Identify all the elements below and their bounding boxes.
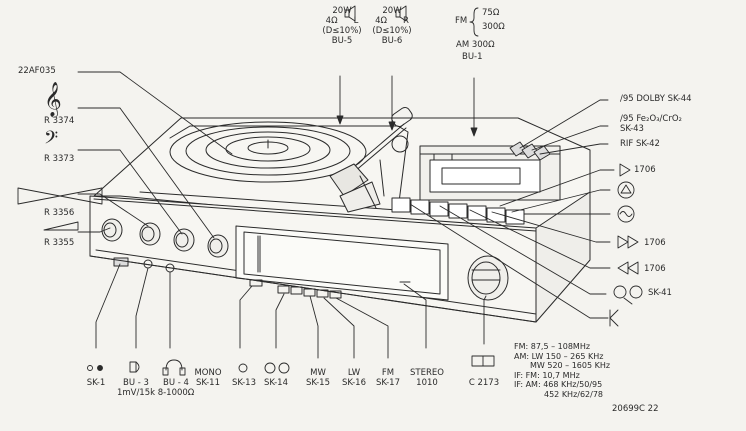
stereo-label: STEREO 1010 (410, 368, 444, 388)
front-knobs (101, 218, 229, 258)
sk43-label: /95 Fe₂O₃/CrO₂ SK-43 (620, 114, 682, 134)
leader-lines (77, 71, 615, 359)
sk41-label: SK-41 (648, 288, 672, 298)
specs-block: FM: 87,5 – 108MHz AM: LW 150 – 265 KHz M… (514, 342, 610, 399)
sk42-label: RIF SK-42 (620, 139, 660, 149)
ff-1706-label: 1706 (644, 238, 666, 248)
bass-clef-icon: 𝄢 (44, 128, 59, 153)
spec-line: MW 520 – 1605 KHz (530, 361, 611, 370)
rew-1706-label: 1706 (644, 264, 666, 274)
mw-label: MW SK-15 (306, 368, 330, 388)
fm-300-label: 300Ω (482, 22, 505, 32)
turntable-platter (169, 121, 367, 183)
fm-label: FM (455, 16, 468, 26)
am-label: AM 300Ω (456, 40, 495, 50)
bu4-label: BU - 4 8-1000Ω (157, 378, 195, 398)
r3373-label: R 3373 (44, 154, 75, 164)
c2173-label: C 2173 (468, 378, 500, 388)
mono-label: MONO SK-11 (194, 368, 222, 388)
fm-75-label: 75Ω (482, 8, 500, 18)
bu1-label: BU-1 (462, 52, 483, 62)
r3356-label: R 3356 (44, 208, 75, 218)
play-1706-label: 1706 (634, 165, 656, 175)
spec-line: 452 KHz/62/78 (544, 389, 604, 399)
spec-line: FM: 87,5 – 108MHz (514, 342, 591, 351)
bu3-label: BU - 3 1mV/15k (116, 378, 156, 398)
r3374-label: R 3374 (44, 116, 75, 126)
tuning-scale (235, 225, 449, 301)
model-label: 22AF035 (18, 66, 56, 76)
treble-clef-icon: 𝄞 (44, 82, 62, 117)
lw-label: LW SK-16 (342, 368, 366, 388)
sk44-label: /95 DOLBY SK-44 (620, 94, 692, 104)
tuning-knob (467, 255, 509, 301)
fm-band-label: FM SK-17 (376, 368, 400, 388)
spec-line: IF: AM: 468 KHz/50/95 (514, 380, 603, 389)
r3355-label: R 3355 (44, 238, 75, 248)
transport-keys (391, 197, 525, 225)
sk13-label: SK-13 (232, 378, 256, 388)
cassette-deck (419, 141, 561, 201)
sk14-label: SK-14 (264, 378, 288, 388)
tonearm (329, 106, 413, 213)
spec-line: AM: LW 150 – 265 KHz (514, 351, 604, 361)
sk1-label: SK-1 (86, 378, 106, 388)
label-symbols (17, 5, 643, 376)
spec-line: IF: FM: 10,7 MHz (514, 370, 580, 380)
drawing-id: 20699C 22 (612, 404, 659, 414)
cabinet-side (535, 191, 591, 323)
